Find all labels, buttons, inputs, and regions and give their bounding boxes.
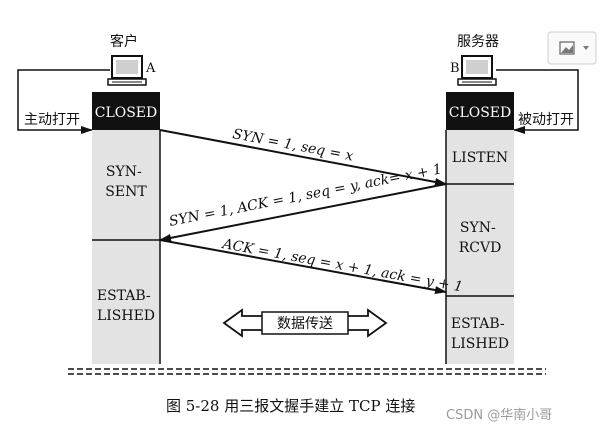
client-closed-label: CLOSED: [95, 105, 158, 121]
server-closed-label: CLOSED: [449, 105, 512, 121]
server-open-action: 被动打开: [518, 111, 574, 128]
client-closed-state: [92, 92, 160, 130]
message-label-syn: SYN = 1, seq = x: [231, 126, 354, 164]
client-state-panel: [92, 130, 160, 364]
message-label-syn-ack: SYN = 1, ACK = 1, seq = y, ack= x + 1: [168, 161, 444, 230]
client-computer-icon: [107, 55, 147, 86]
message-arrow-syn: [159, 129, 447, 186]
server-open-path: [496, 69, 579, 134]
data-transfer-label: 数据传送: [277, 316, 333, 332]
client-host-label: A: [145, 61, 156, 76]
image-icon: [559, 41, 575, 55]
server-state-established: ESTAB- LISHED: [451, 316, 509, 352]
client-state-established: ESTAB- LISHED: [97, 288, 155, 324]
image-widget-button[interactable]: [547, 31, 597, 65]
watermark: CSDN @华南小哥: [446, 407, 552, 423]
server-host-label: B: [450, 61, 460, 76]
server-state-syn-rcvd: SYN- RCVD: [459, 220, 502, 256]
client-name: 客户: [110, 33, 138, 50]
client-open-action: 主动打开: [24, 111, 80, 128]
message-arrow-ack: [159, 239, 447, 294]
server-state-panel: [446, 130, 514, 364]
server-state-listen: LISTEN: [452, 150, 508, 166]
chevron-down-icon: [583, 46, 589, 50]
message-label-ack: ACK = 1, seq = x + 1, ack = y + 1: [219, 236, 464, 296]
server-computer-icon: [457, 55, 497, 86]
data-transfer-arrow: [222, 308, 388, 338]
client-open-path: [17, 69, 110, 134]
server-name: 服务器: [457, 34, 499, 50]
server-closed-state: [446, 92, 514, 130]
client-state-syn-sent: SYN- SENT: [105, 164, 147, 200]
figure-caption: 图 5-28 用三报文握手建立 TCP 连接: [166, 397, 415, 415]
message-arrow-syn-ack: [159, 183, 447, 242]
